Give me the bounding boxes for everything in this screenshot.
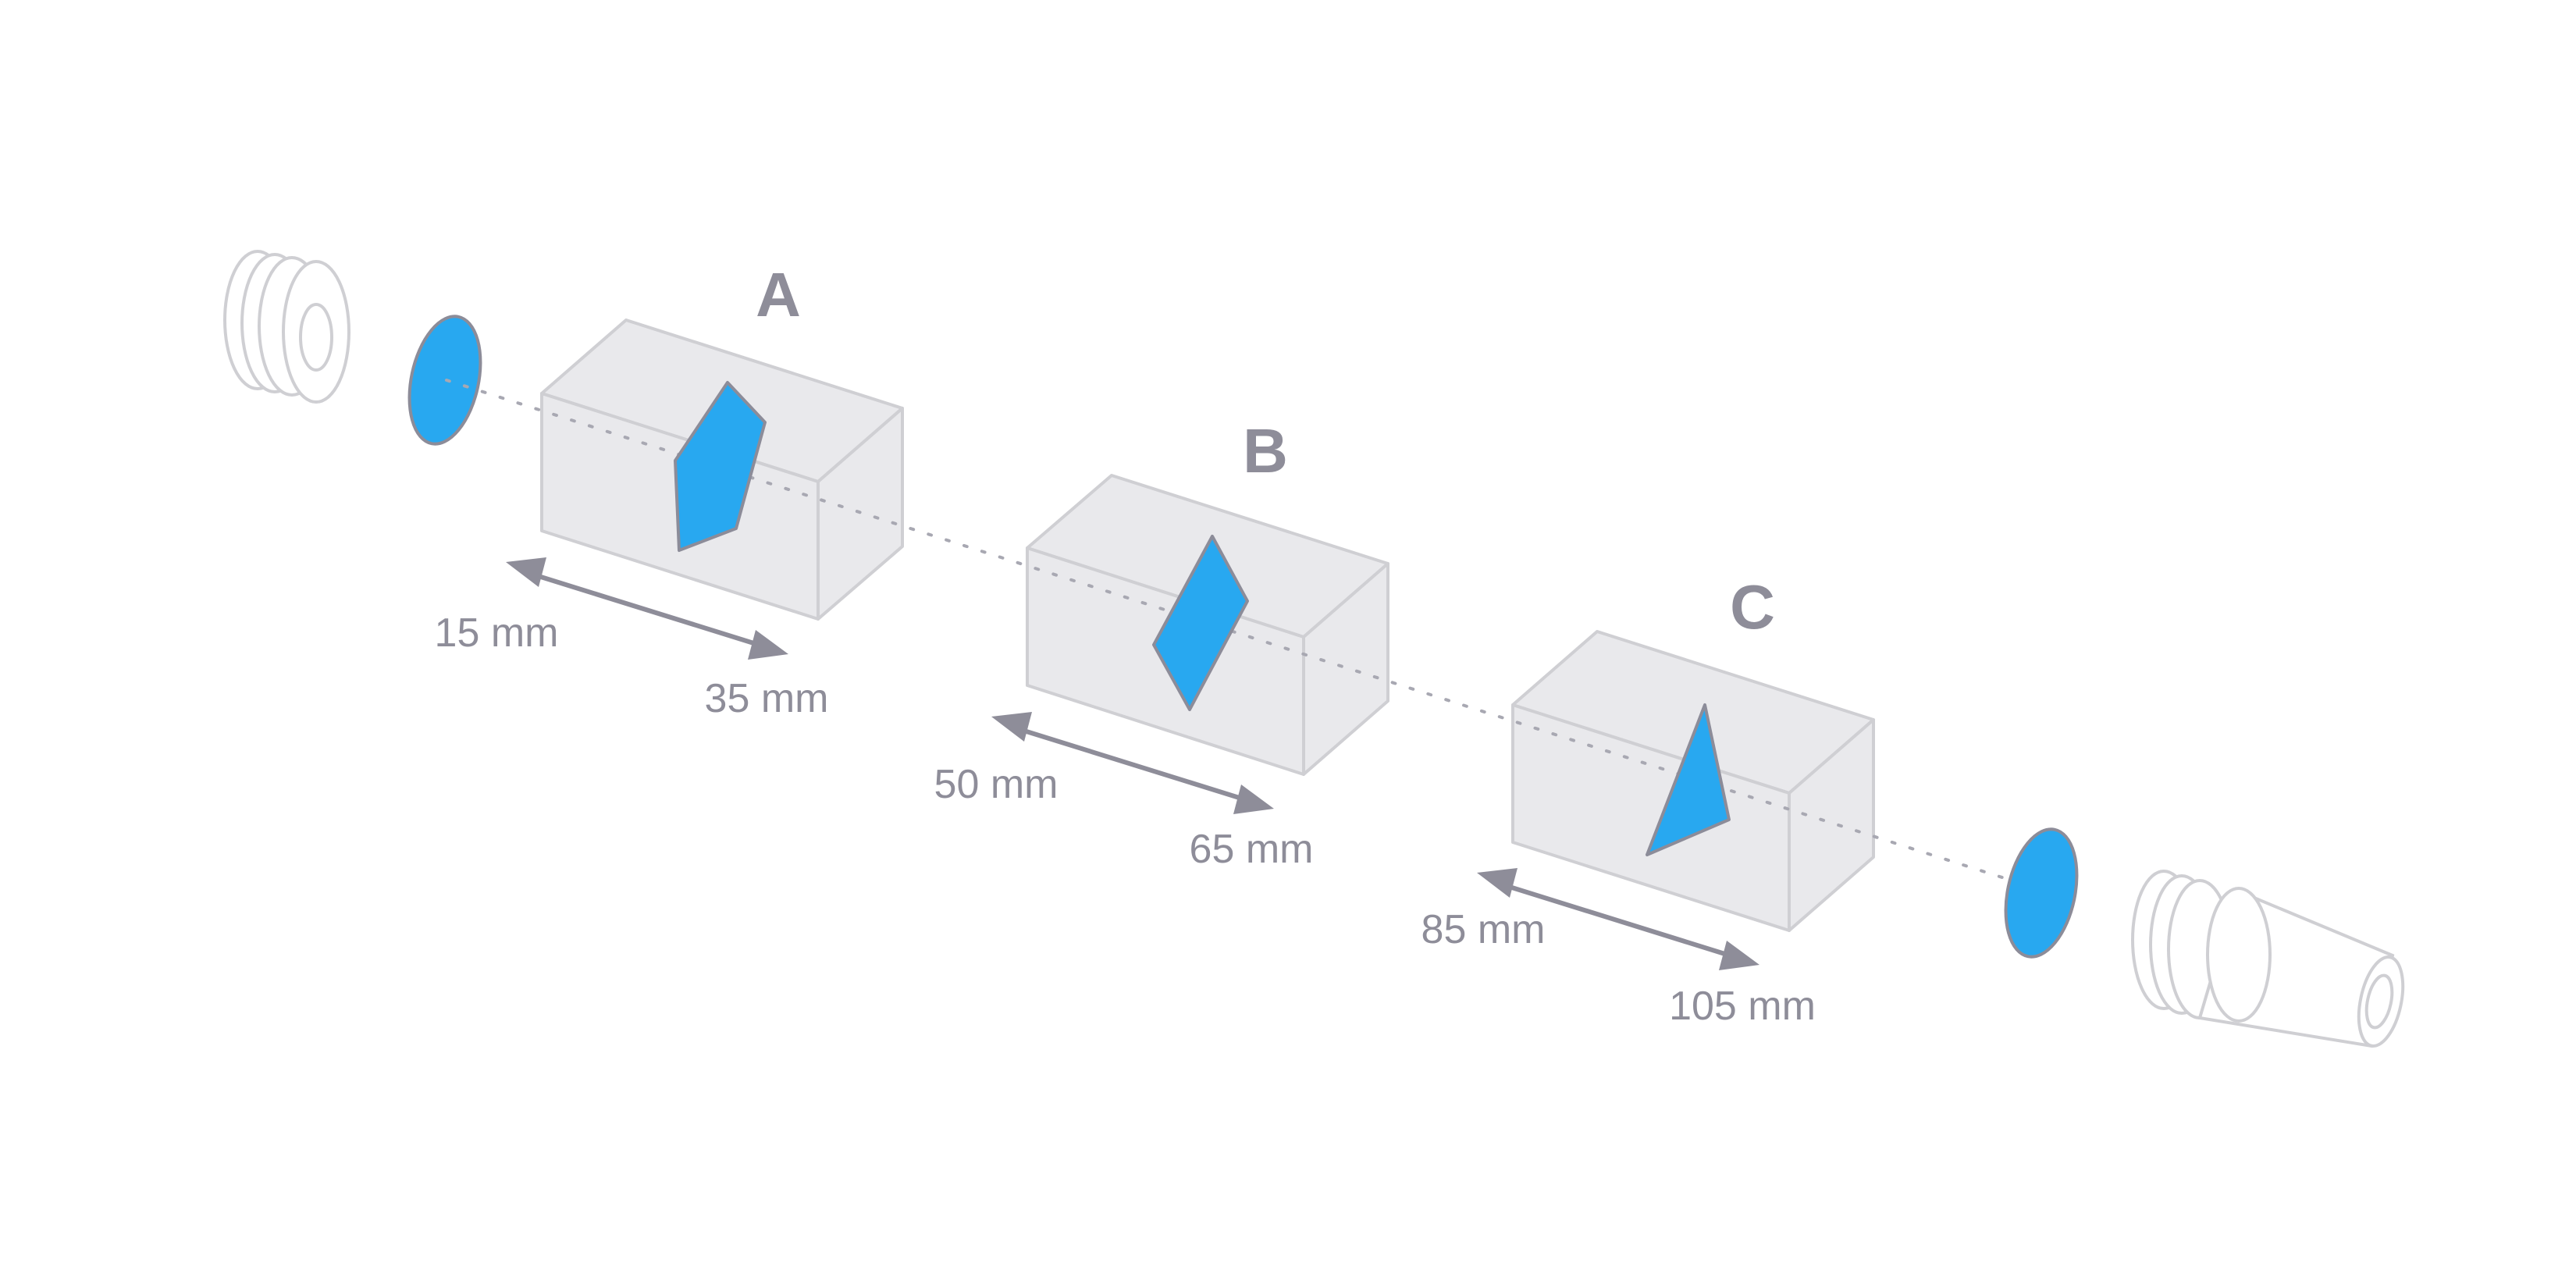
triangle-icon [1646, 703, 1731, 856]
block-c-label: C [1730, 572, 1775, 642]
rhombus-icon [1152, 535, 1249, 711]
block-b-end-label: 65 mm [1190, 827, 1314, 872]
blue-disk-right [2004, 827, 2079, 959]
block-c-start-label: 85 mm [1421, 907, 1546, 952]
hexagon-icon [674, 381, 767, 552]
double-arrow-icon [1477, 868, 1759, 970]
block-a-start-label: 15 mm [435, 610, 559, 656]
block-a-label: A [756, 260, 801, 329]
double-arrow-icon [506, 557, 788, 660]
double-arrow-icon [991, 712, 1274, 814]
eyepiece-icon [2131, 870, 2405, 1048]
block-a-end-label: 35 mm [705, 676, 829, 721]
block-b-label: B [1243, 416, 1288, 486]
block-b-start-label: 50 mm [934, 762, 1059, 807]
lens-mount-icon [223, 250, 350, 404]
block-c-end-label: 105 mm [1669, 984, 1816, 1029]
